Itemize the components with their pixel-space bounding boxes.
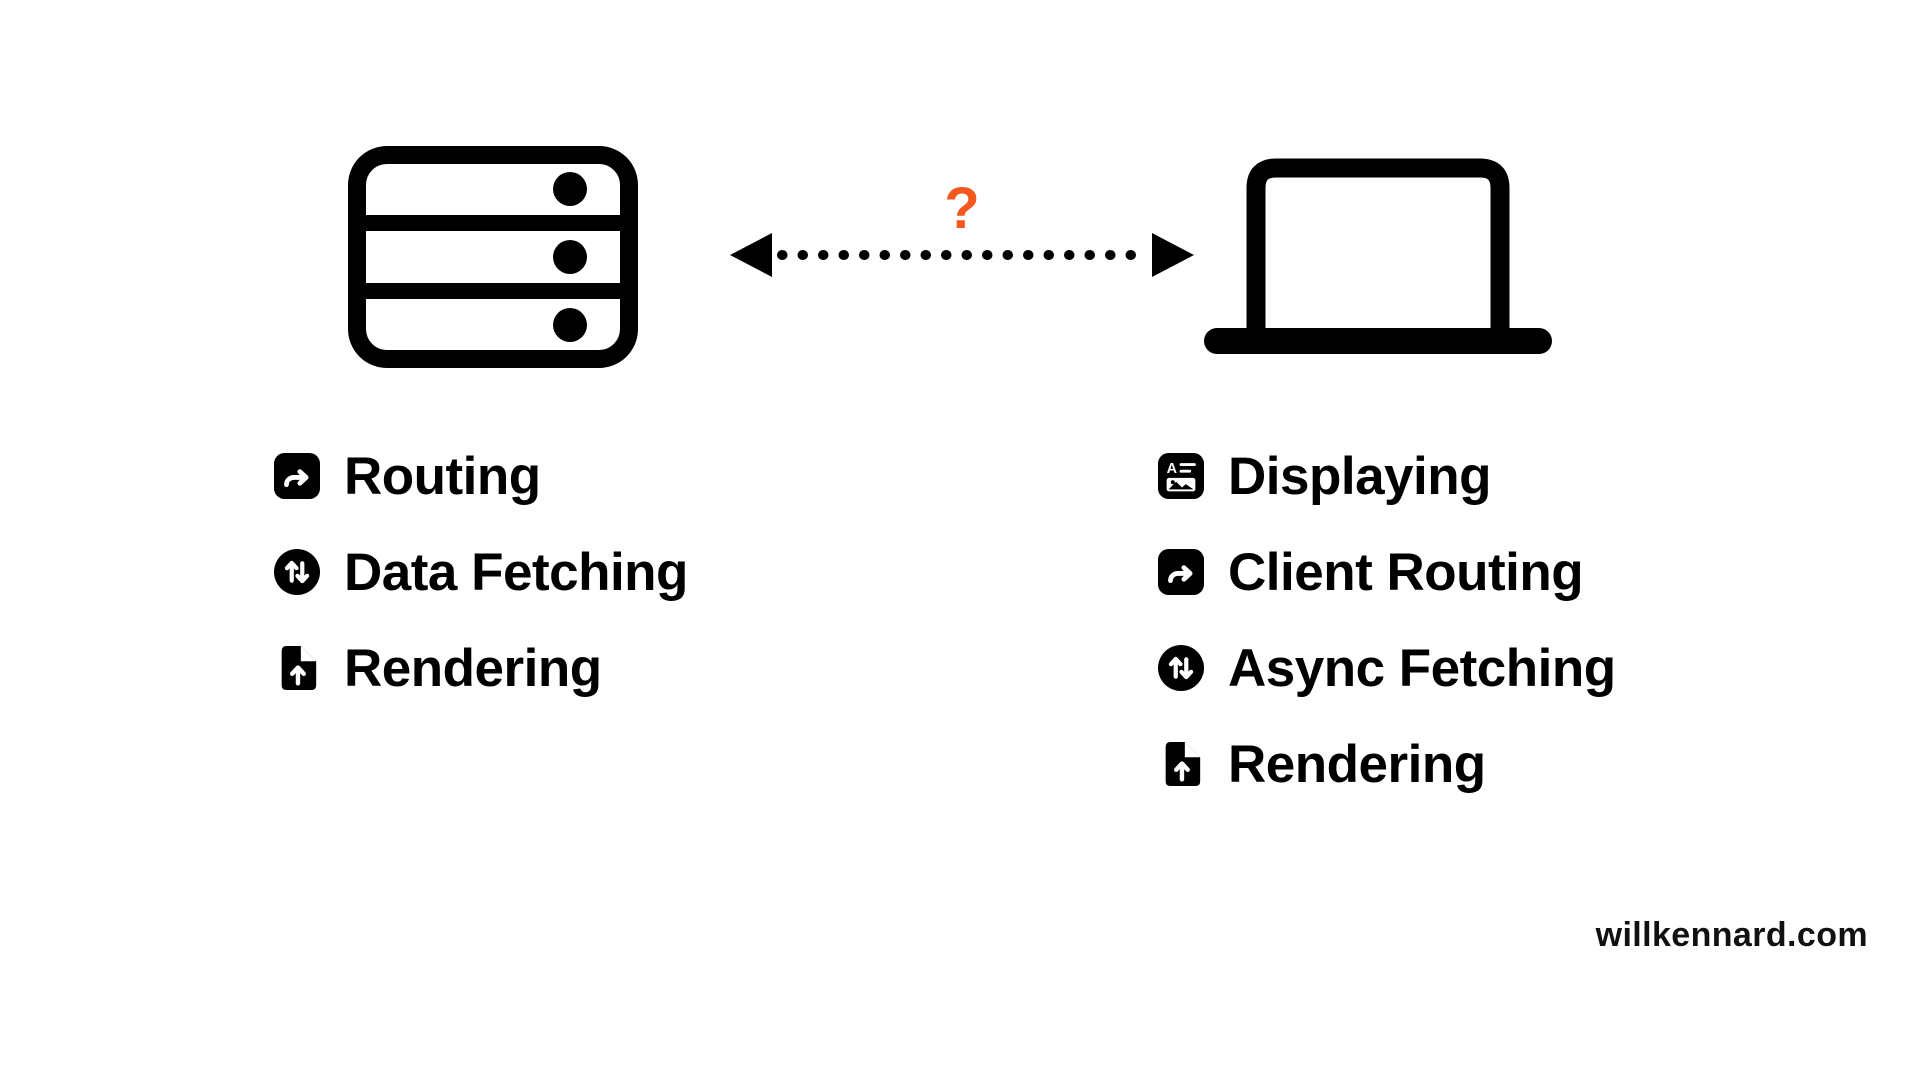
route-arrow-icon <box>1158 549 1204 595</box>
list-item-label: Routing <box>344 446 541 506</box>
list-item-label: Client Routing <box>1228 542 1584 602</box>
list-item: Data Fetching <box>274 524 834 620</box>
svg-text:A: A <box>1167 461 1177 477</box>
list-item-label: Rendering <box>1228 734 1486 794</box>
transfer-arrows-icon <box>274 549 320 595</box>
route-arrow-icon <box>274 453 320 499</box>
list-item: A Displaying <box>1158 428 1718 524</box>
list-item: Rendering <box>274 620 834 716</box>
client-capability-list: A Displaying Client Routing <box>1158 428 1718 812</box>
server-capability-list: Routing Data Fetching Rendering <box>274 428 834 716</box>
transfer-arrows-icon <box>1158 645 1204 691</box>
list-item: Rendering <box>1158 716 1718 812</box>
laptop-icon <box>1204 158 1552 354</box>
list-item: Routing <box>274 428 834 524</box>
arrowhead-left <box>730 233 772 277</box>
list-item-label: Data Fetching <box>344 542 688 602</box>
connector-group: ? <box>720 180 1204 290</box>
list-item-label: Displaying <box>1228 446 1492 506</box>
file-upload-icon <box>1165 741 1201 787</box>
list-item: Client Routing <box>1158 524 1718 620</box>
bidirectional-dotted-arrow-icon <box>730 233 1194 277</box>
site-watermark: willkennard.com <box>1595 916 1868 954</box>
list-item: Async Fetching <box>1158 620 1718 716</box>
text-image-icon: A <box>1158 453 1204 499</box>
server-rack-icon <box>348 146 638 368</box>
list-item-label: Async Fetching <box>1228 638 1616 698</box>
question-mark-label: ? <box>944 176 980 241</box>
list-item-label: Rendering <box>344 638 602 698</box>
arrowhead-right <box>1152 233 1194 277</box>
file-upload-icon <box>281 645 317 691</box>
